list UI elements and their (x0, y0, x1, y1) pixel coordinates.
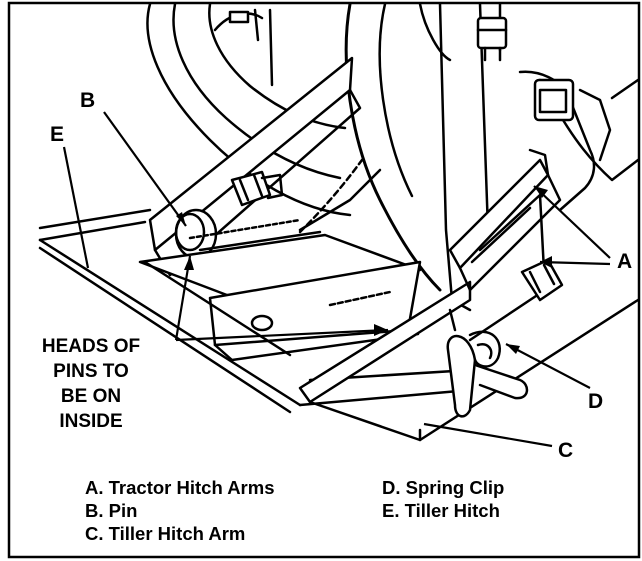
tiller-hitch-arm (298, 280, 640, 442)
legend-b: B. Pin (85, 500, 137, 521)
arm-bolt-left (230, 170, 284, 207)
leader-e (62, 146, 90, 269)
callout-e: E (50, 123, 64, 146)
legend-d: D. Spring Clip (382, 477, 504, 498)
callout-a: A (617, 250, 632, 273)
right-side-plate (518, 70, 640, 212)
spring-clip (446, 308, 529, 418)
callout-d: D (588, 390, 603, 413)
pin-head (174, 208, 218, 260)
arrow-a-upper (534, 186, 548, 198)
arrow-note-2 (374, 324, 388, 336)
legend-c: C. Tiller Hitch Arm (85, 523, 245, 544)
leader-d (505, 343, 591, 389)
leader-c (423, 422, 553, 448)
legend-e: E. Tiller Hitch (382, 500, 500, 521)
callout-b: B (80, 89, 95, 112)
illustration (38, 2, 640, 442)
note-line-3: BE ON (61, 386, 121, 407)
arrow-b (176, 212, 186, 226)
leader-lines (62, 111, 611, 448)
tractor-hitch-arm-right (448, 148, 562, 342)
arrowheads (176, 186, 552, 354)
leader-note-2 (175, 328, 389, 342)
arrow-note-1 (184, 256, 194, 270)
note-line-1: HEADS OF (42, 336, 140, 357)
callout-c: C (558, 439, 573, 462)
arrow-d (506, 344, 520, 354)
leader-b (103, 111, 187, 227)
inside-note: HEADS OF PINS TO BE ON INSIDE (42, 336, 140, 432)
note-line-4: INSIDE (59, 411, 122, 432)
frame-post (438, 2, 508, 312)
legend-a: A. Tractor Hitch Arms (85, 477, 275, 498)
leader-a-upper (533, 185, 611, 259)
arm-bolt-right (520, 258, 564, 302)
note-line-2: PINS TO (53, 361, 129, 382)
legend: A. Tractor Hitch Arms B. Pin C. Tiller H… (85, 477, 504, 544)
arrow-a-lower (540, 256, 552, 268)
tiller-hitch-plate (138, 218, 422, 362)
